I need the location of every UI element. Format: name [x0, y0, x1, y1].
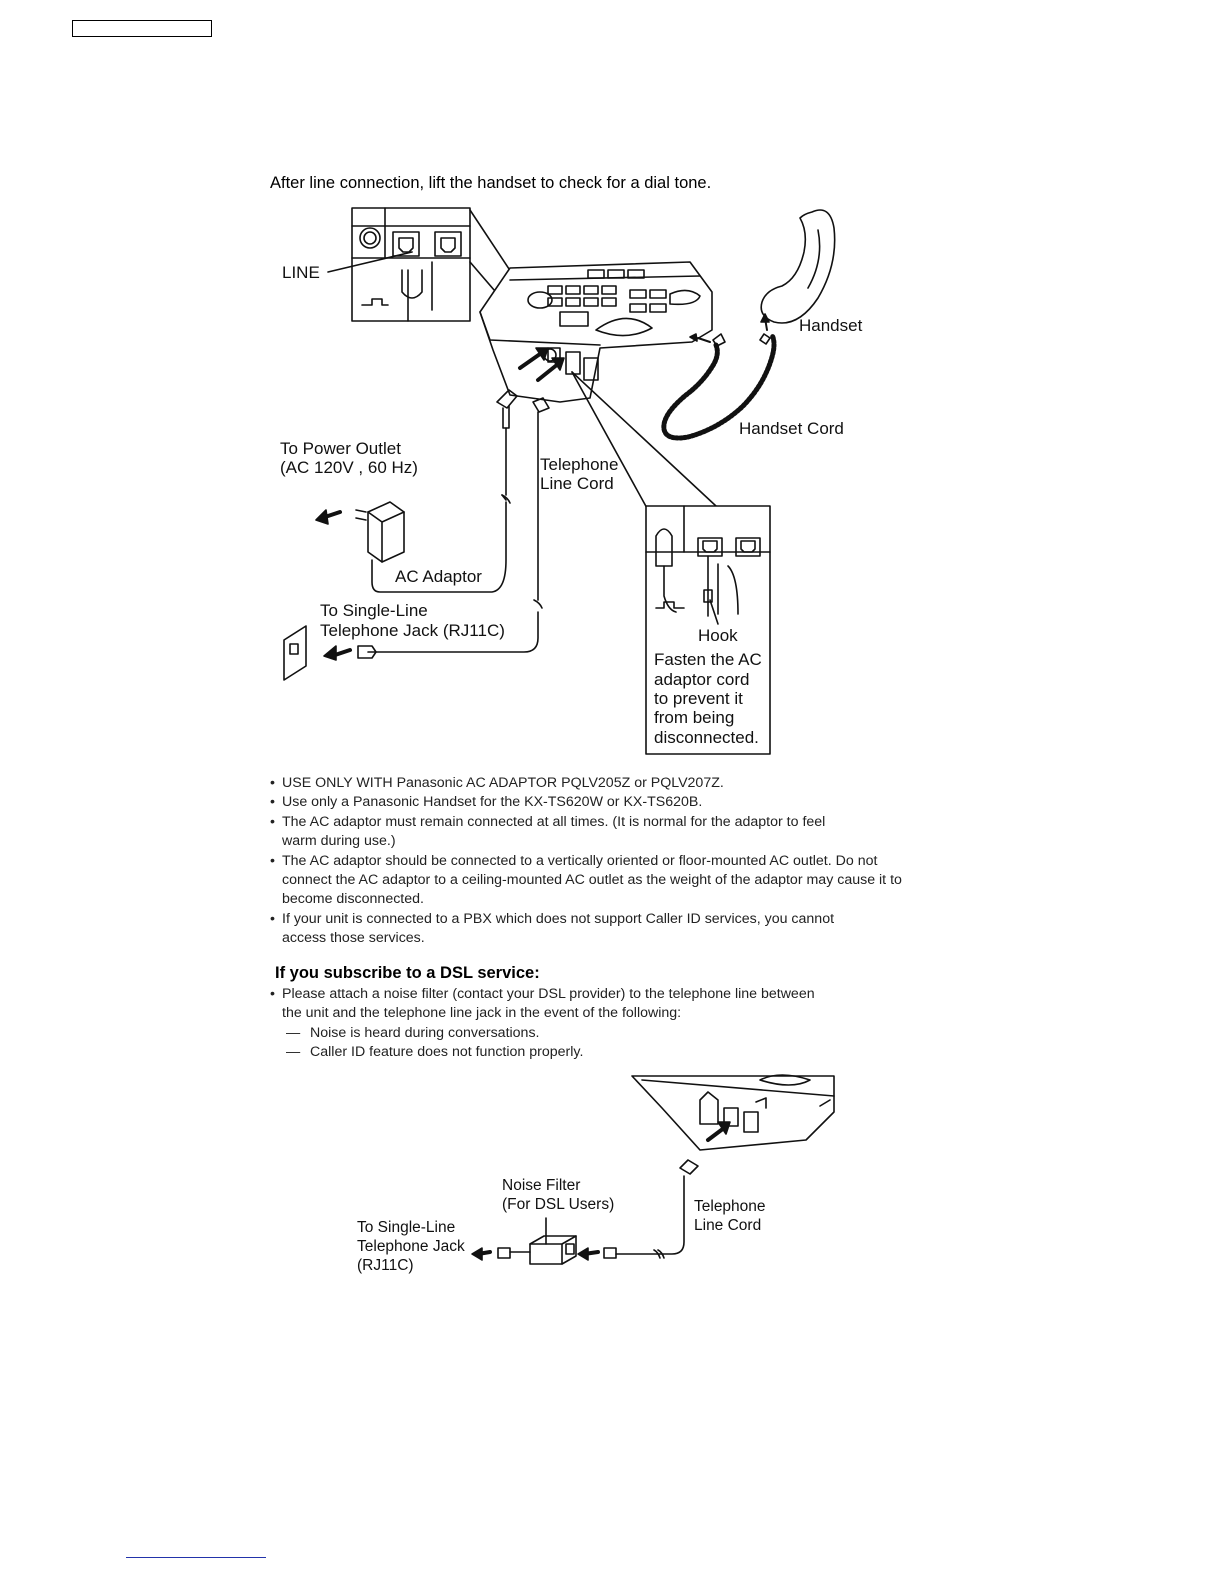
- dash-text: Noise is heard during conversations.: [310, 1024, 540, 1041]
- note-item: Use only a Panasonic Handset for the KX-…: [270, 793, 930, 813]
- intro-text: After line connection, lift the handset …: [270, 174, 712, 192]
- telephone-base: [479, 261, 713, 403]
- fasten-line-4: from being: [654, 708, 734, 727]
- label-handset-cord: Handset Cord: [739, 419, 844, 438]
- fasten-line-1: Fasten the AC: [654, 650, 762, 669]
- fasten-line-2: adaptor cord: [654, 670, 749, 689]
- label-jack-1: To Single-Line: [320, 601, 428, 620]
- handset-drawing: [760, 209, 836, 324]
- label-power-outlet: To Power Outlet: [280, 439, 401, 458]
- label-jack-2: Telephone Jack (RJ11C): [320, 621, 505, 640]
- label-hook: Hook: [698, 626, 738, 645]
- note-item: If your unit is connected to a PBX which…: [270, 910, 872, 949]
- dsl-bullet: Please attach a noise filter (contact yo…: [270, 985, 827, 1024]
- fasten-line-5: disconnected.: [654, 728, 759, 747]
- label-tel-cord-2a: Telephone: [694, 1198, 766, 1215]
- label-tel-cord-2: Line Cord: [540, 474, 614, 493]
- label-jack2-2: Telephone Jack: [357, 1238, 465, 1255]
- label-handset: Handset: [799, 316, 863, 335]
- label-tel-cord-2b: Line Cord: [694, 1217, 761, 1234]
- notes-list: USE ONLY WITH Panasonic AC ADAPTOR PQLV2…: [270, 774, 930, 949]
- label-tel-cord-1: Telephone: [540, 455, 618, 474]
- handset-cord: [661, 332, 777, 441]
- wall-jack: [283, 625, 307, 681]
- hook-detail-inset: [645, 505, 771, 755]
- fasten-line-3: to prevent it: [654, 689, 743, 708]
- dsl-section: Please attach a noise filter (contact yo…: [270, 985, 910, 1063]
- header-label-box: [72, 20, 212, 37]
- dsl-heading: If you subscribe to a DSL service:: [275, 964, 540, 982]
- dash-text: Caller ID feature does not function prop…: [310, 1044, 584, 1061]
- note-item: The AC adaptor should be connected to a …: [270, 852, 917, 910]
- label-noise-filter: Noise Filter: [502, 1177, 580, 1194]
- dsl-dash-item: — Noise is heard during conversations.: [270, 1024, 910, 1043]
- footer-link-line[interactable]: [126, 1557, 266, 1558]
- ac-adaptor: [367, 501, 405, 563]
- note-item: USE ONLY WITH Panasonic AC ADAPTOR PQLV2…: [270, 774, 930, 794]
- dsl-dash-item: — Caller ID feature does not function pro…: [270, 1043, 910, 1062]
- label-jack2-1: To Single-Line: [357, 1219, 455, 1236]
- label-power-spec: (AC 120V , 60 Hz): [280, 458, 418, 477]
- dash-mark: —: [286, 1044, 301, 1061]
- dash-mark: —: [286, 1024, 301, 1041]
- label-jack2-3: (RJ11C): [357, 1257, 414, 1274]
- note-item: The AC adaptor must remain connected at …: [270, 813, 857, 852]
- label-line: LINE: [282, 263, 320, 282]
- label-ac-adaptor: AC Adaptor: [395, 567, 482, 586]
- line-jack-inset: [351, 207, 471, 322]
- telephone-base-partial: [631, 1075, 835, 1151]
- label-noise-filter-dsl: (For DSL Users): [502, 1196, 614, 1213]
